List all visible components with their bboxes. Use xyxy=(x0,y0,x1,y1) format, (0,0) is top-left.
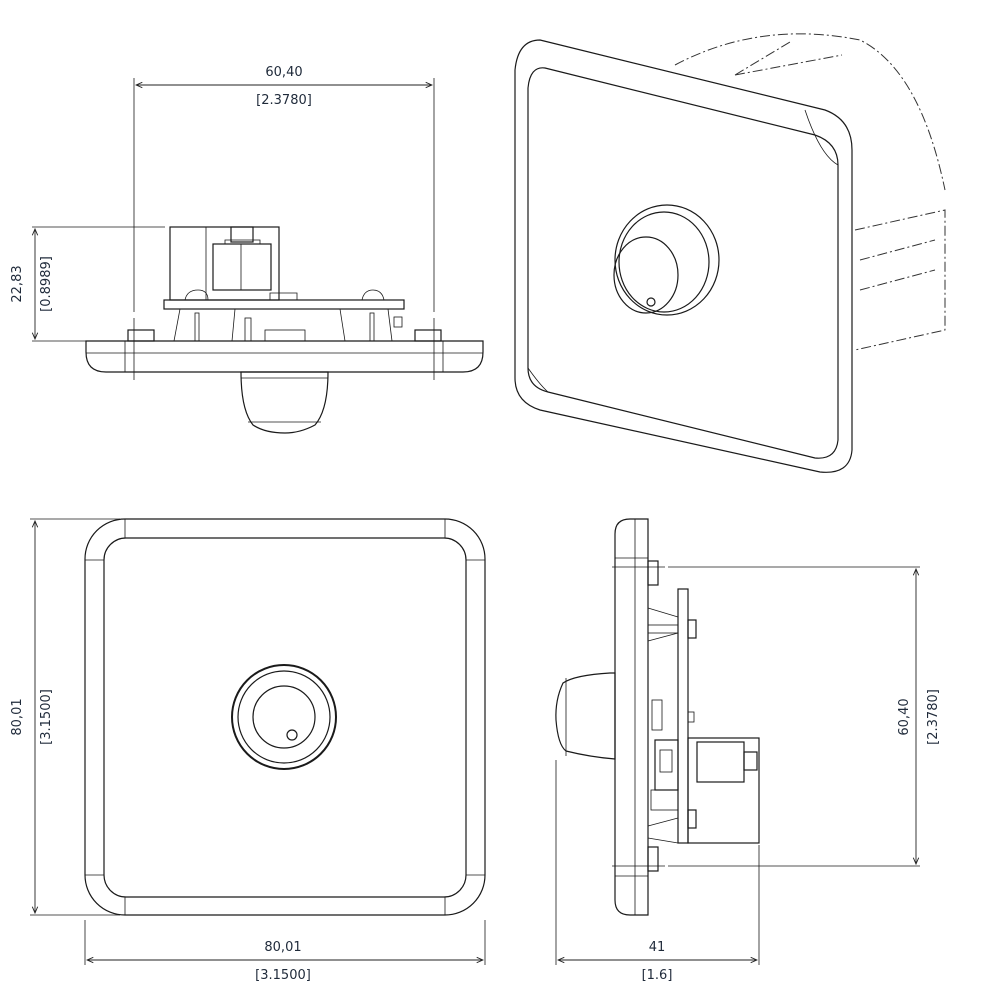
front-width-mm: 80,01 xyxy=(264,940,301,955)
side-depth-in: [1.6] xyxy=(642,968,673,983)
front-height-in: [3.1500] xyxy=(39,689,54,745)
top-width-mm: 60,40 xyxy=(265,65,302,80)
side-height-in: [2.3780] xyxy=(926,689,941,745)
side-view: 60,40 [2.3780] 41 [1.6] xyxy=(555,518,941,983)
top-width-in: [2.3780] xyxy=(256,93,312,108)
top-view: 60,40 [2.3780] 22,83 [0.8989] xyxy=(10,65,484,434)
front-view: 80,01 [3.1500] 80,01 [3.1500] xyxy=(10,518,486,983)
top-height-mm: 22,83 xyxy=(10,265,25,302)
top-height-in: [0.8989] xyxy=(39,256,54,312)
side-depth-mm: 41 xyxy=(649,940,666,955)
front-height-mm: 80,01 xyxy=(10,698,25,735)
side-height-mm: 60,40 xyxy=(897,698,912,735)
front-width-in: [3.1500] xyxy=(255,968,311,983)
isometric-view xyxy=(514,33,946,473)
